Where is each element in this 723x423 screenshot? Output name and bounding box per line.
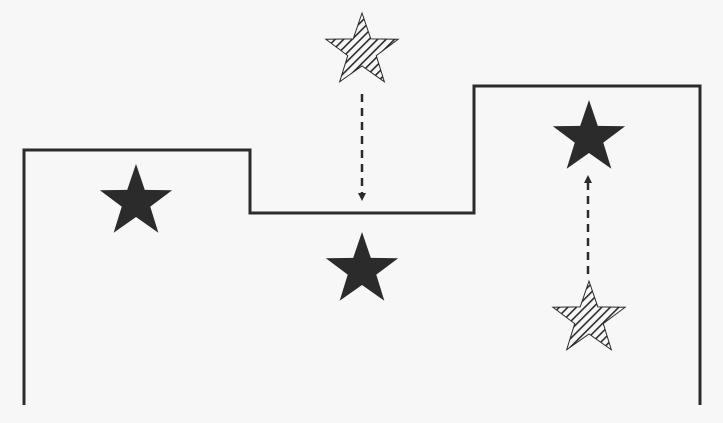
right-moving-star-icon [551, 279, 627, 351]
stepped-outline [22, 84, 702, 405]
right-column-star-icon [552, 100, 626, 169]
middle-moving-star-icon [324, 11, 400, 83]
left-column-star-icon [99, 164, 173, 233]
middle-column-star-icon [325, 232, 399, 301]
